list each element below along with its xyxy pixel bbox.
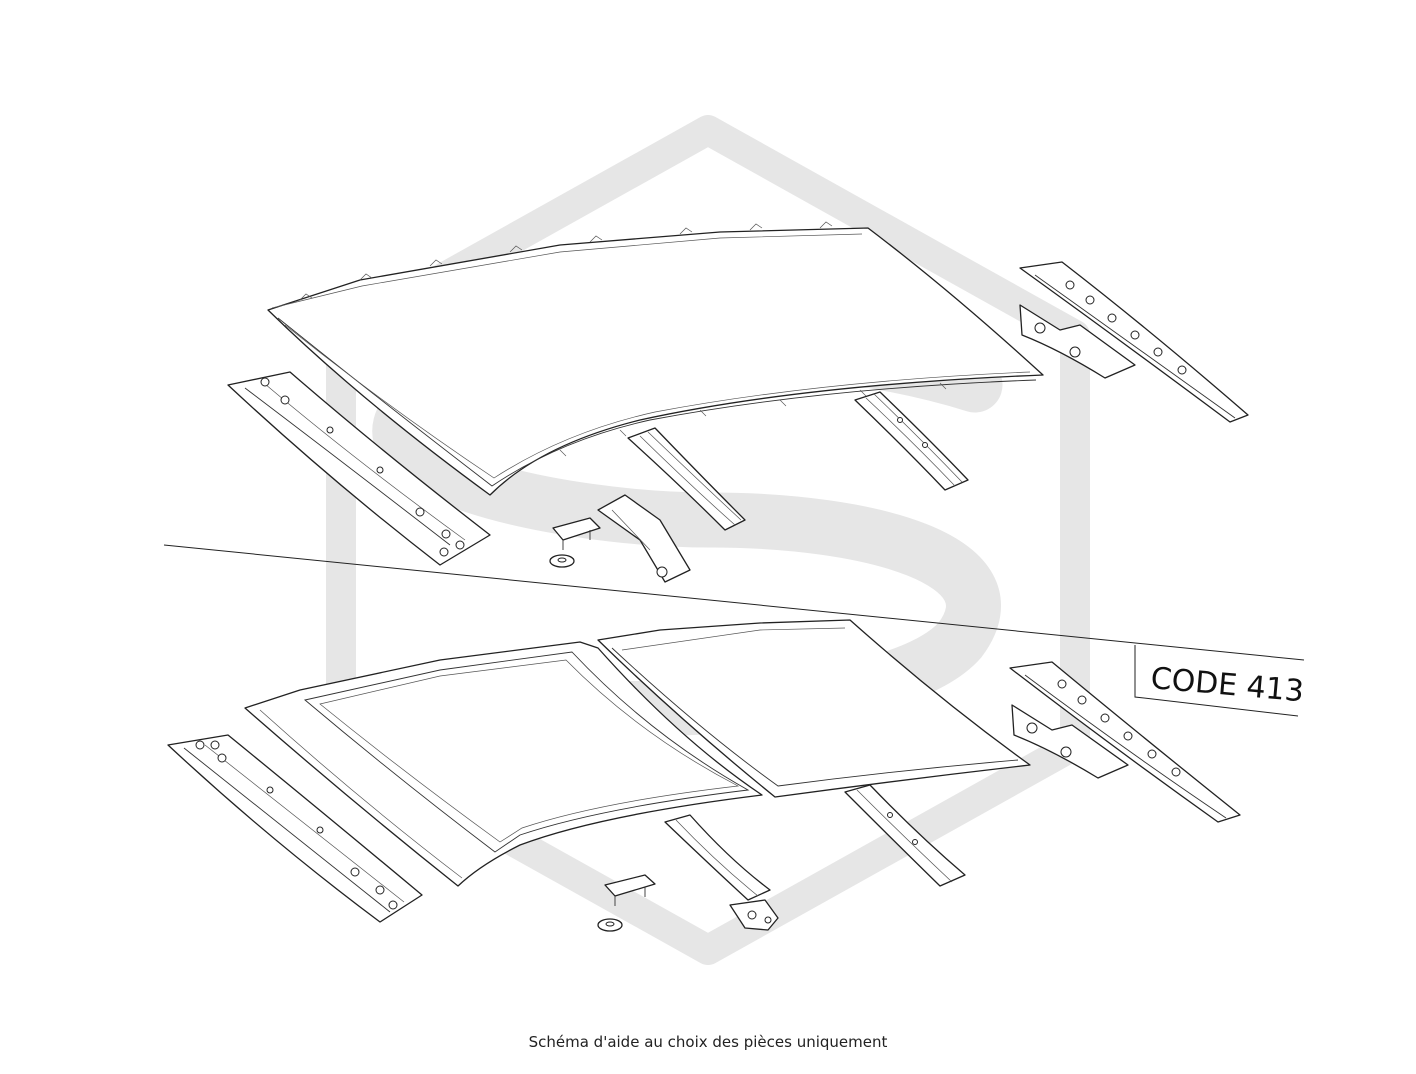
- front-glass-panel: [244, 641, 763, 887]
- code-label: CODE 413: [1149, 661, 1305, 709]
- roof-clip-panoramic: [597, 874, 656, 932]
- rear-roof-header-panoramic: [1009, 661, 1241, 823]
- roof-bow-rear: [854, 391, 969, 491]
- code-label-box: CODE 413: [1134, 645, 1305, 717]
- diagram-caption: Schéma d'aide au choix des pièces unique…: [528, 1033, 888, 1051]
- rear-roof-header: [1019, 261, 1249, 423]
- rear-roof-panel: [597, 619, 1031, 798]
- roof-bow-front: [627, 427, 746, 531]
- roof-bracket: [597, 494, 691, 583]
- section-divider: [163, 544, 1305, 661]
- roof-panel: [267, 221, 1044, 496]
- roof-bracket-panoramic: [729, 899, 779, 931]
- front-roof-header: [227, 371, 491, 566]
- roof-bow-panoramic-rear: [844, 784, 966, 887]
- front-roof-header-panoramic: [167, 734, 423, 923]
- roof-clip: [549, 517, 601, 568]
- roof-bow-panoramic-front: [664, 814, 771, 901]
- roof-assembly-panoramic: [167, 619, 1241, 932]
- roof-assembly-standard: [227, 221, 1249, 583]
